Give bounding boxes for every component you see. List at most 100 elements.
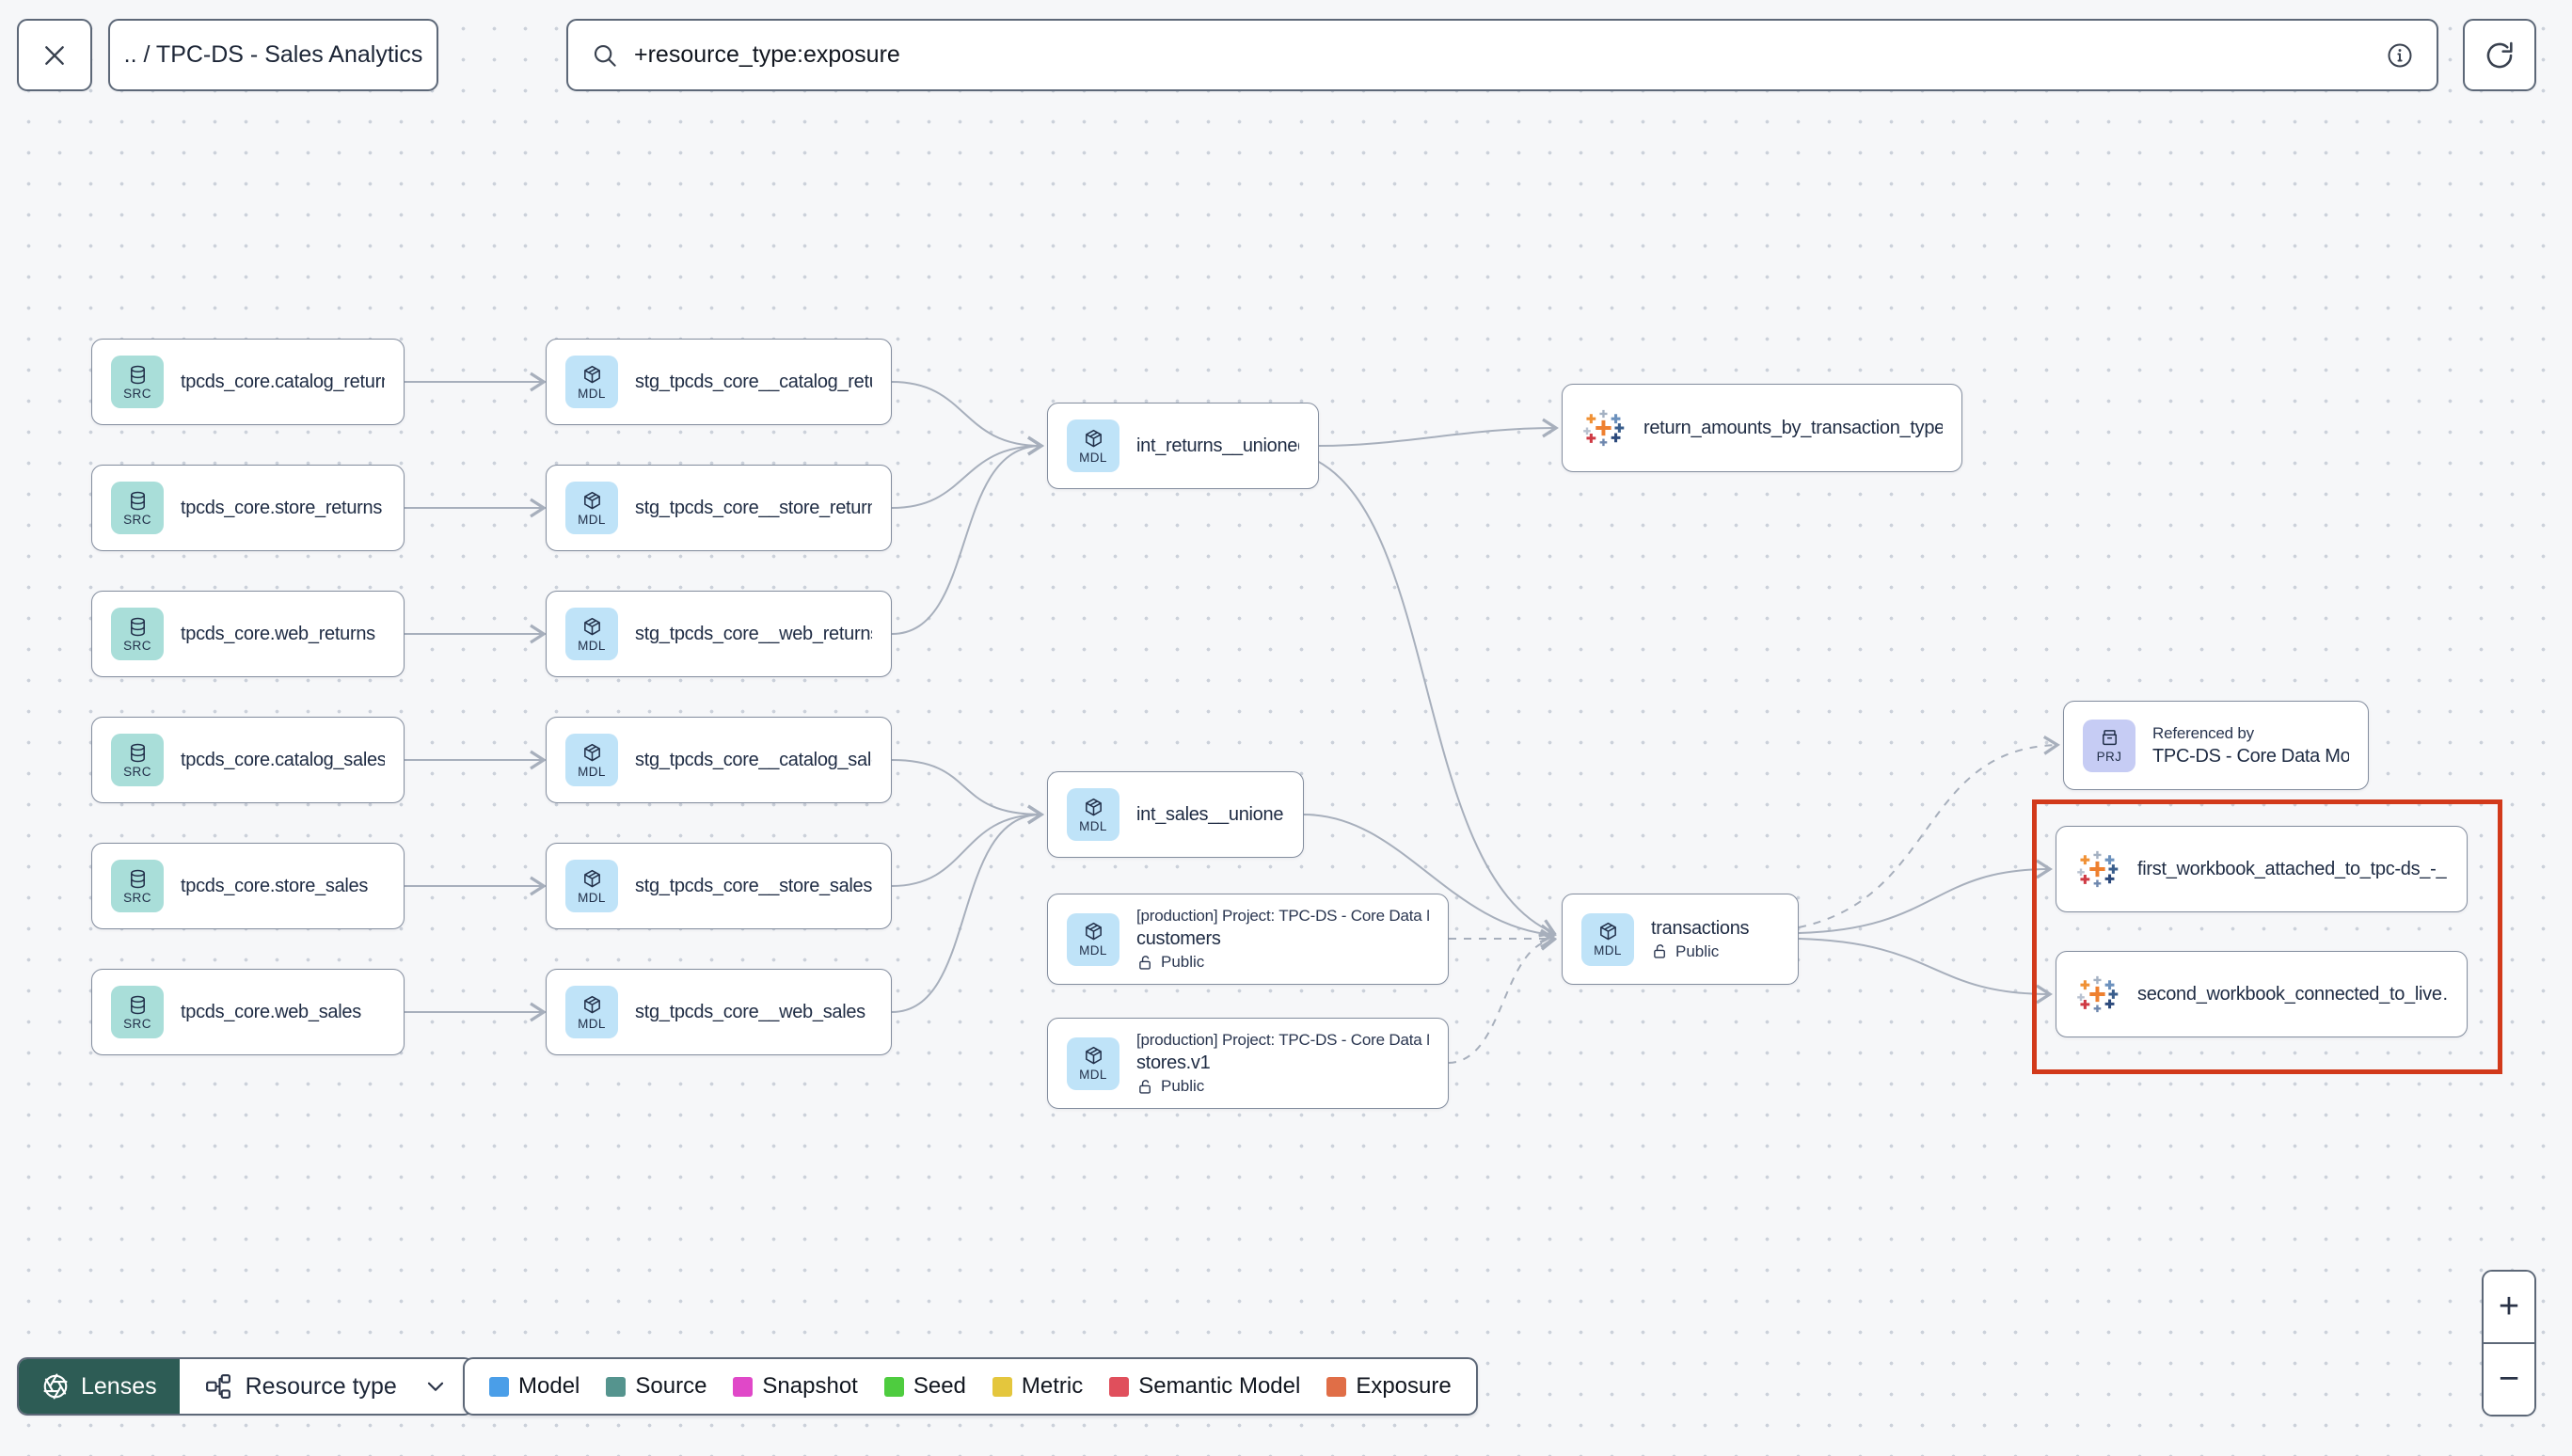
breadcrumb[interactable]: .. / TPC-DS - Sales Analytics [108,19,438,91]
legend-label: Snapshot [762,1373,858,1399]
lineage-edge [891,759,1044,825]
zoom-out-button[interactable]: − [2484,1342,2534,1415]
lineage-edge [1318,418,1559,447]
lineage-edge [891,435,1044,509]
node-stg-store-returns[interactable]: MDL stg_tpcds_core__store_returns [546,465,892,551]
node-text: tpcds_core.web_returns [181,624,375,645]
project-badge: PRJ [2083,719,2135,772]
info-icon[interactable] [2386,41,2414,70]
node-int-sales-unioned[interactable]: MDL int_sales__unioned [1047,771,1304,858]
node-text: stg_tpcds_core__catalog_sales [635,750,872,771]
badge-label: MDL [1079,818,1107,833]
node-label: stg_tpcds_core__catalog_returns [635,371,872,392]
node-stores-v1[interactable]: MDL[production] Project: TPC-DS - Core D… [1047,1018,1449,1109]
model-badge: MDL [565,482,618,534]
legend-swatch [606,1376,627,1397]
project-icon [2099,727,2120,749]
model-icon [581,994,603,1016]
database-badge: SRC [111,482,164,534]
resource-type-dropdown[interactable]: Resource type [179,1359,472,1414]
model-badge: MDL [1067,1037,1119,1090]
badge-label: SRC [123,764,151,779]
node-stg-catalog-sales[interactable]: MDL stg_tpcds_core__catalog_sales [546,717,892,803]
database-icon [127,994,149,1016]
node-src-catalog-sales[interactable]: SRC tpcds_core.catalog_sales [91,717,405,803]
node-context: Referenced by [2152,723,2254,742]
search-input[interactable]: +resource_type:exposure [634,41,900,68]
node-text: stg_tpcds_core__store_sales [635,876,872,897]
model-badge: MDL [565,356,618,408]
model-badge: MDL [565,986,618,1038]
legend-swatch [883,1376,904,1397]
node-label: int_returns__unioned [1136,435,1299,456]
zoom-in-button[interactable]: + [2484,1272,2534,1342]
node-label: stg_tpcds_core__store_returns [635,497,872,518]
model-icon [581,490,603,512]
badge-label: MDL [1079,943,1107,957]
node-label: stg_tpcds_core__web_returns [635,623,872,644]
node-first-workbook[interactable]: first_workbook_attached_to_tpc-ds_-_… [2056,826,2468,912]
lineage-edge [1448,931,1557,1064]
legend-item-metric: Metric [992,1373,1083,1400]
legend-item-source: Source [606,1373,707,1400]
model-icon [581,868,603,890]
node-label: tpcds_core.web_returns [181,623,375,644]
legend-item-semantic-model: Semantic Model [1109,1373,1300,1400]
node-text: second_workbook_connected_to_live… [2137,984,2448,1005]
legend-item-seed: Seed [883,1373,966,1400]
node-src-web-returns[interactable]: SRC tpcds_core.web_returns [91,591,405,677]
refresh-icon [2484,40,2516,71]
node-customers[interactable]: MDL[production] Project: TPC-DS - Core D… [1047,894,1449,985]
legend-label: Source [635,1373,707,1399]
model-icon [1597,921,1619,942]
database-badge: SRC [111,860,164,912]
refresh-button[interactable] [2463,19,2536,91]
legend-swatch [733,1376,754,1397]
model-badge: MDL [565,734,618,786]
hierarchy-icon [204,1372,232,1401]
legend-item-model: Model [489,1373,579,1400]
lineage-edge [891,804,1044,1013]
node-src-store-sales[interactable]: SRC tpcds_core.store_sales [91,843,405,929]
node-label: stg_tpcds_core__catalog_sales [635,749,872,770]
node-label: tpcds_core.catalog_sales [181,749,385,770]
database-icon [127,490,149,512]
badge-label: MDL [1079,1068,1107,1082]
node-stg-catalog-returns[interactable]: MDL stg_tpcds_core__catalog_returns [546,339,892,425]
legend-label: Seed [913,1373,966,1399]
legend-item-exposure: Exposure [1326,1373,1452,1400]
visibility-label: Public [1161,1077,1205,1095]
node-text: int_returns__unioned [1136,435,1299,457]
lenses-button[interactable]: Lenses [19,1359,180,1414]
node-second-workbook[interactable]: second_workbook_connected_to_live… [2056,951,2468,1037]
model-badge: MDL [1067,912,1119,966]
model-icon [581,742,603,764]
node-visibility: Public [1651,942,1749,961]
search-bar[interactable]: +resource_type:exposure [566,19,2438,91]
node-label: customers [1136,928,1221,949]
node-label: transactions [1651,917,1750,939]
node-label: int_sales__unioned [1136,803,1284,825]
node-exp-return-amounts[interactable]: return_amounts_by_transaction_type [1562,384,1962,472]
close-button[interactable] [17,19,92,91]
model-badge: MDL [1581,912,1634,966]
node-visibility: Public [1136,953,1429,972]
node-text: tpcds_core.store_sales [181,876,368,897]
node-label: stores.v1 [1136,1052,1211,1073]
node-text: first_workbook_attached_to_tpc-ds_-_… [2137,859,2448,880]
legend-swatch [1326,1376,1347,1397]
badge-label: SRC [123,386,151,401]
database-badge: SRC [111,608,164,660]
database-icon [127,868,149,890]
